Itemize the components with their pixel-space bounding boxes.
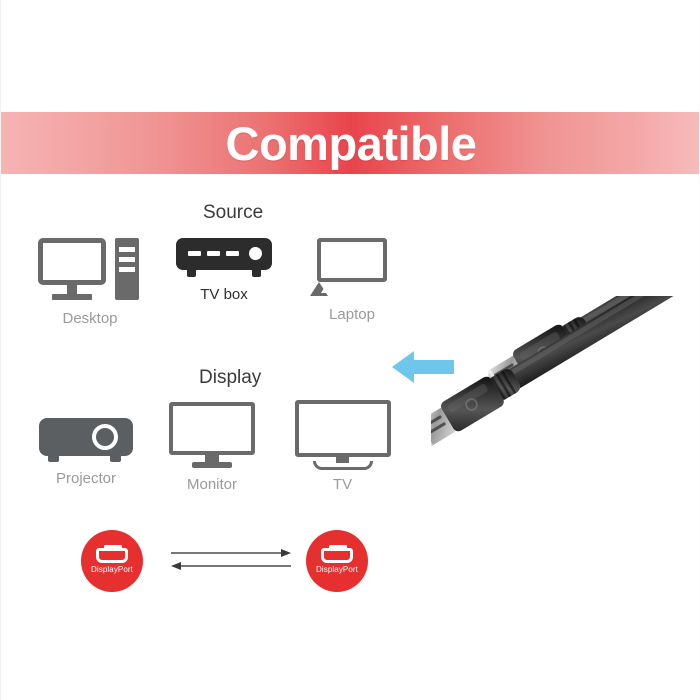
- tv-box-foot: [252, 270, 261, 277]
- source-section-heading: Source: [203, 202, 264, 223]
- tv-stand: [312, 461, 373, 470]
- monitor-neck: [205, 455, 219, 462]
- tv-screen-shape: [294, 400, 391, 457]
- desktop-monitor-shape: [38, 238, 106, 285]
- displayport-connector-glyph: [321, 545, 353, 563]
- tv-box-body: [176, 238, 272, 270]
- displayport-logo-icon-right: DisplayPort: [306, 530, 368, 592]
- desktop-computer-icon: [38, 238, 142, 304]
- displayport-badge-label: DisplayPort: [90, 565, 133, 574]
- display-item-projector: Projector: [31, 418, 141, 486]
- projector-icon: [39, 418, 133, 464]
- laptop-icon: [310, 238, 394, 300]
- tv-neck: [335, 457, 349, 463]
- page-title: Compatible: [225, 116, 477, 170]
- bidirectional-arrows-icon: [171, 549, 291, 570]
- tv-box-vent: [207, 251, 220, 256]
- display-section-heading: Display: [199, 367, 262, 388]
- tv-box-icon: [176, 238, 272, 280]
- source-item-label: Desktop: [62, 310, 118, 327]
- projector-foot: [110, 456, 121, 462]
- monitor-icon: [169, 402, 255, 470]
- tower-slot: [119, 247, 135, 252]
- banner: Compatible: [1, 112, 699, 174]
- monitor-base: [192, 462, 232, 468]
- projector-lens: [92, 424, 118, 450]
- source-item-desktop: Desktop: [35, 238, 145, 326]
- projector-body: [39, 418, 133, 456]
- desktop-monitor-base: [52, 294, 92, 300]
- source-item-label: TV box: [200, 286, 248, 303]
- display-item-monitor: Monitor: [157, 402, 267, 492]
- source-item-laptop: Laptop: [297, 238, 407, 322]
- displayport-connector-glyph: [96, 545, 128, 563]
- display-item-label: TV: [332, 476, 353, 493]
- desktop-tower-shape: [115, 238, 139, 300]
- tower-slot: [119, 257, 135, 262]
- displayport-badge-label: DisplayPort: [315, 565, 358, 574]
- displayport-logo-icon-left: DisplayPort: [81, 530, 143, 592]
- left-arrow-icon: [392, 351, 454, 383]
- television-icon: [294, 400, 391, 470]
- displayport-cable-photo: [431, 296, 699, 447]
- source-item-tv-box: TV box: [169, 238, 279, 302]
- laptop-keyboard-shape: [321, 285, 331, 293]
- tv-box-power-led: [249, 247, 262, 260]
- laptop-screen-shape: [317, 238, 387, 282]
- tv-box-vent: [226, 251, 239, 256]
- display-item-tv: TV: [285, 400, 400, 492]
- display-item-label: Monitor: [186, 476, 238, 493]
- display-item-label: Projector: [55, 470, 117, 487]
- source-item-label: Laptop: [329, 306, 375, 323]
- tv-box-foot: [187, 270, 196, 277]
- tv-box-vent: [188, 251, 201, 256]
- projector-foot: [48, 456, 59, 462]
- desktop-monitor-neck: [67, 285, 77, 294]
- monitor-screen-shape: [169, 402, 255, 455]
- tower-slot: [119, 267, 135, 272]
